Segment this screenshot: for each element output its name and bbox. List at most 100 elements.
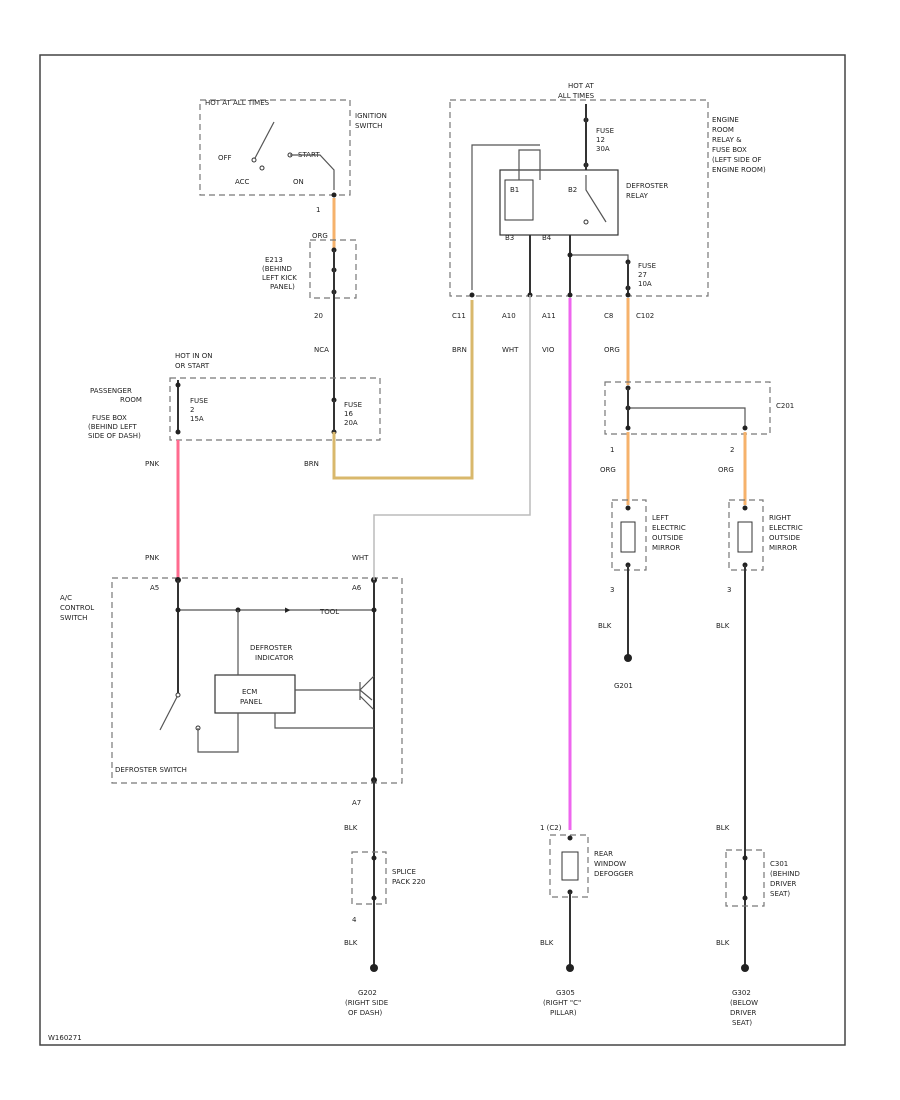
ign-out-pin [331,192,337,198]
splice-box [351,851,387,905]
tool-label: TOOL [319,608,339,616]
c201-pin-right [742,425,748,431]
fuse12-label-2: 12 [596,136,605,144]
right-mirror-blk: BLK [716,622,730,630]
c201-split [628,407,746,428]
ign-pin-label: 1 [316,206,320,214]
splice-pin-label: 4 [352,916,357,924]
ac-label-1: A/C [60,594,72,602]
ground3-label-1: G302 [732,989,751,997]
ign-switch-label-1: IGNITION [355,112,387,120]
splice-pin-top [371,855,377,861]
c201-pin-left [625,425,631,431]
ign-hot-label: HOT AT ALL TIMES [205,99,270,107]
splice-label-2: PACK 220 [392,878,426,886]
relay-coil [504,179,534,221]
ac-label-2: CONTROL [60,604,94,612]
hot-run-label-2: OR START [175,362,210,370]
left-mirror-label-1: LEFT [652,514,669,522]
ign-switch-blade [253,121,275,161]
rear-defogger-element [561,851,579,881]
wht-wire [373,295,531,580]
left-mirror-pin-top [625,505,631,511]
ign-off-label: OFF [218,154,232,162]
relay-b1: B1 [510,186,519,194]
left-mirror-label-4: MIRROR [652,544,680,552]
right-mirror-label-3: OUTSIDE [769,534,800,542]
c301-label-2: (BEHIND [770,870,800,878]
g201-dot [624,654,632,662]
ground3-dot [741,964,749,972]
right-mirror-pin-b: 3 [727,586,731,594]
ground3-label-4: SEAT) [732,1019,752,1027]
left-mirror-blk: BLK [598,622,612,630]
left-mirror-label-2: ELECTRIC [652,524,686,532]
ground3-blk: BLK [716,939,730,947]
ignition-switch-box [199,99,351,196]
diagram-frame [39,54,846,1046]
relay-junction [567,252,573,258]
fuse2-pin-bot [175,429,181,435]
fuse2-label-1: FUSE [190,397,208,405]
relay-label-2: RELAY [626,192,649,200]
engine-box-label-5: (LEFT SIDE OF [712,156,762,164]
fuse12-label-1: FUSE [596,127,614,135]
splice-label-1: SPLICE [392,868,416,876]
ign-wire-label: ORG [312,232,328,240]
ground2-blk: BLK [540,939,554,947]
brn-wire [332,300,474,480]
relay-contact-pin [583,219,589,225]
ac-lower-link [274,713,374,729]
conn-label-c11: C11 [452,312,466,320]
right-mirror-pin-top [742,505,748,511]
c301-box [725,849,765,907]
defog-ind-label-1: DEFROSTER [250,644,292,652]
ground1-blk-bot: BLK [344,939,358,947]
pass-box-label-5: SIDE OF DASH) [88,432,141,440]
pass-box-label-1: PASSENGER [90,387,132,395]
fuse16-label-2: 16 [344,410,353,418]
engine-box-label-6: ENGINE ROOM) [712,166,766,174]
rear-label-3: DEFOGGER [594,870,634,878]
right-blk-mid: BLK [716,824,730,832]
conn-label-c102: C102 [636,312,654,320]
left-mirror-label-3: OUTSIDE [652,534,683,542]
ground2-label-2: (RIGHT "C" [543,999,581,1007]
ground2-label-1: G305 [556,989,575,997]
engine-room-box [449,99,709,297]
conn-pin-c8 [625,292,631,298]
conn-pin-a11 [567,292,573,298]
ac-control-box [111,577,403,784]
relay-feed-left [471,144,540,290]
conn-pin-c11 [469,292,475,298]
rm-org-label: ORG [718,466,734,474]
ground2-dot [566,964,574,972]
bracket-label-4: PANEL) [270,283,295,291]
lm-org-label: ORG [600,466,616,474]
diode-symbol: ▶ [285,606,291,614]
defog-switch-pin-top [175,692,181,698]
rear-label-2: WINDOW [594,860,626,868]
relay-b3: B3 [505,234,514,242]
relay-contact [585,175,607,223]
ac-label-3: SWITCH [60,614,87,622]
c301-label-4: SEAT) [770,890,790,898]
bracket-pin-label: 20 [314,312,323,320]
ecm-panel-box [214,674,296,714]
engine-box-label-4: FUSE BOX [712,146,747,154]
ground3-label-3: DRIVER [730,1009,757,1017]
c201-label: C201 [776,402,794,410]
ecm-label-2: PANEL [240,698,262,706]
ground2-label-3: PILLAR) [550,1009,577,1017]
ign-contact-off [251,157,257,163]
fuse27-label-1: FUSE [638,262,656,270]
ign-contact-acc [259,165,265,171]
conn-label-a10: A10 [502,312,516,320]
wire-label-org: ORG [604,346,620,354]
fuse2-label-3: 15A [190,415,204,423]
fuse16-label-3: 20A [344,419,358,427]
fuse2-pin-top [175,382,181,388]
c201-box [604,381,771,435]
engine-box-label-3: RELAY & [712,136,742,144]
bracket-label-2: (BEHIND [262,265,292,273]
